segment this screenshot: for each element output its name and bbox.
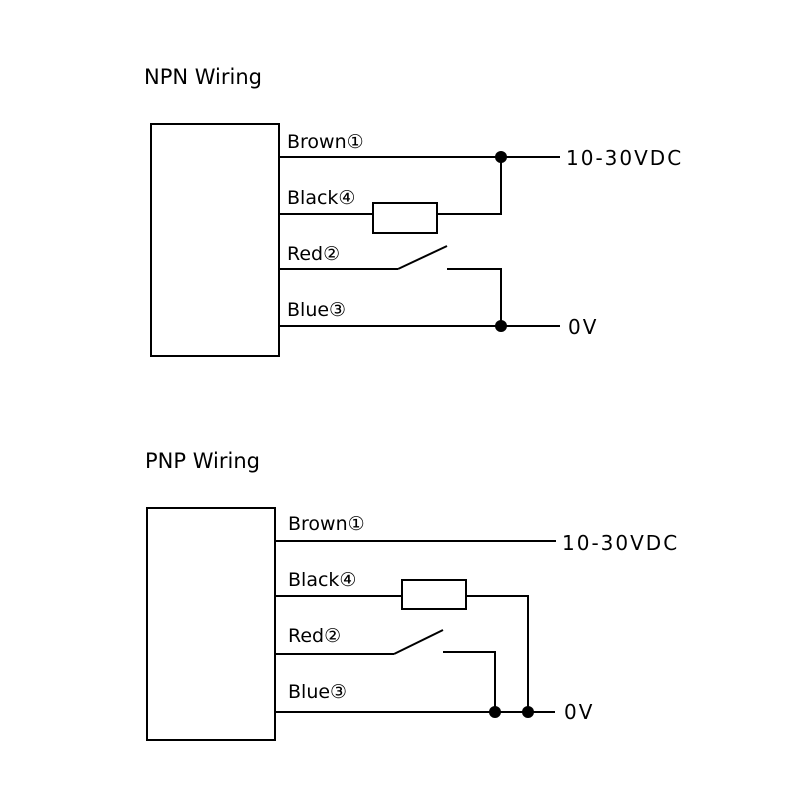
pnp-load-return-wire [466,595,529,712]
pnp-black-label: Black④ [288,569,356,591]
pnp-switch-contact [393,629,444,655]
npn-ground-label: 0V [568,315,598,339]
pnp-red-label: Red② [288,625,341,647]
npn-ground-junction [495,320,507,332]
npn-supply-junction [495,151,507,163]
npn-black-label: Black④ [287,187,355,209]
npn-blue-label: Blue③ [287,299,346,321]
pnp-switch-junction [489,706,501,718]
npn-red-label: Red② [287,243,340,265]
npn-switch-output-wire [447,268,502,326]
pnp-ground-label: 0V [564,700,594,724]
npn-sensor-body [150,123,280,357]
npn-load-return-wire [437,157,502,215]
pnp-sensor-body [146,507,276,741]
npn-title: NPN Wiring [144,65,262,89]
pnp-load-junction [522,706,534,718]
pnp-load-resistor [401,579,467,610]
pnp-diagram: PNP Wiring Brown① 10-30VDC Black④ Red② B… [145,449,679,741]
pnp-brown-label: Brown① [288,513,365,535]
pnp-blue-label: Blue③ [288,681,347,703]
npn-load-resistor [372,202,438,234]
pnp-switch-output-wire [443,651,496,712]
pnp-title: PNP Wiring [145,449,260,473]
npn-switch-contact [397,245,448,270]
npn-supply-label: 10-30VDC [566,146,683,170]
npn-brown-label: Brown① [287,131,364,153]
pnp-supply-label: 10-30VDC [562,531,679,555]
npn-diagram: NPN Wiring Brown① 10-30VDC Black④ Red② B… [144,65,683,357]
